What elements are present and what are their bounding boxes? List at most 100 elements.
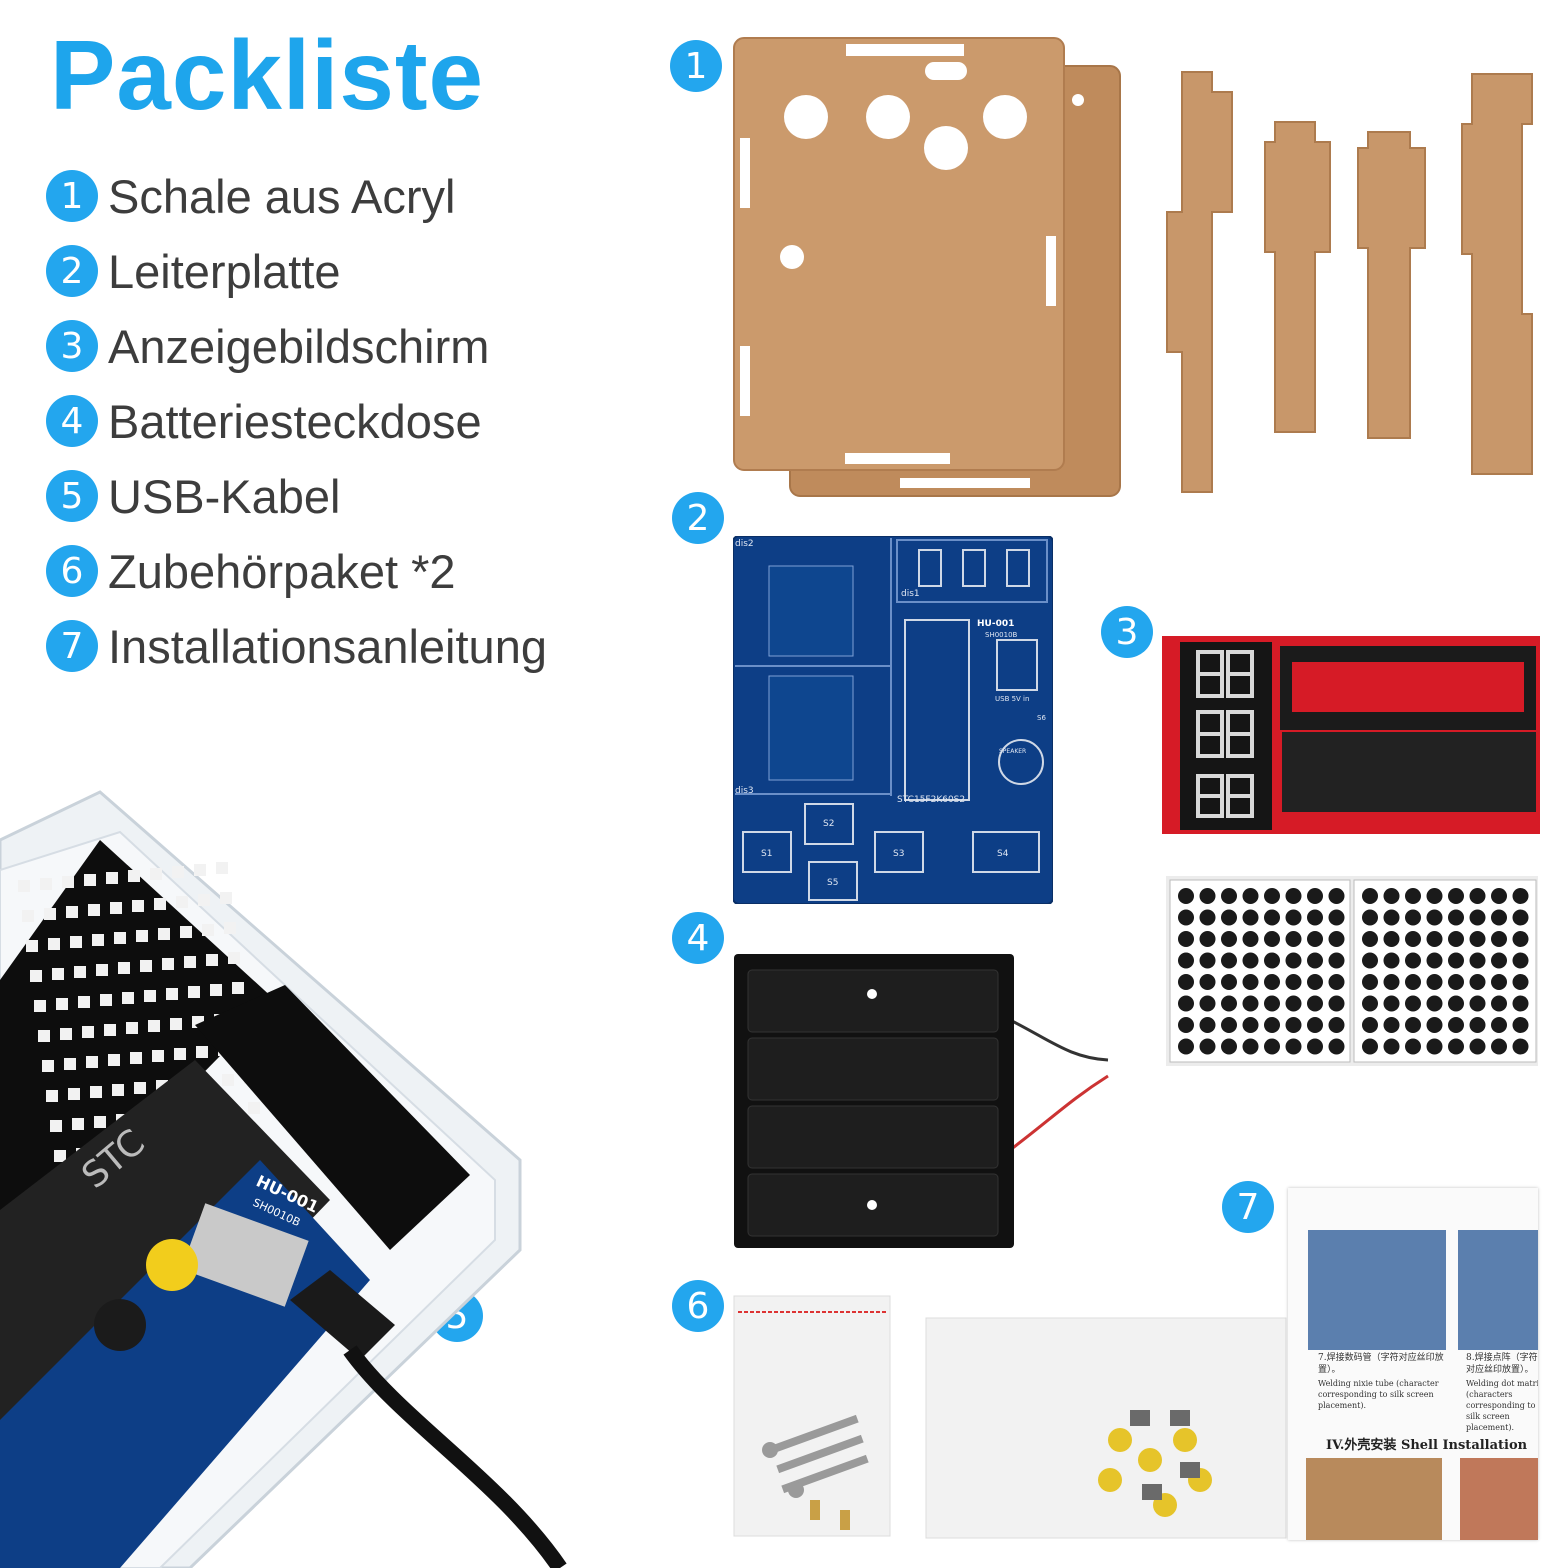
matrix-led [1405,931,1421,947]
matrix-led [1242,1038,1259,1055]
matrix-led [220,892,232,904]
photo-badge-3: 3 [1101,606,1153,658]
display-module-photo [1162,636,1540,834]
matrix-led [1242,909,1259,926]
ic-chip [1282,732,1536,812]
matrix-led [1362,888,1378,904]
matrix-led [144,990,156,1002]
matrix-led [1199,1038,1216,1055]
photo-badge-1: 1 [670,40,722,92]
matrix-led [196,1046,208,1058]
pcb-label: S3 [893,849,904,859]
matrix-led [18,880,30,892]
matrix-led [56,998,68,1010]
matrix-led [1512,995,1529,1012]
pcb-label: S2 [823,819,834,829]
matrix-led [1383,909,1400,926]
manual-step7-cn: 7.焊接数码管（字符对应丝印放置）。 [1318,1353,1444,1375]
matrix-led [88,904,100,916]
matrix-led [1264,888,1280,904]
matrix-led [1405,1038,1421,1055]
matrix-led [1383,995,1400,1012]
matrix-led [152,1050,164,1062]
matrix-led [44,908,56,920]
accessory-bags-photo [733,1295,1287,1539]
matrix-led [228,952,240,964]
matrix-led [136,930,148,942]
matrix-led [1448,952,1464,969]
matrix-led [1328,888,1345,904]
matrix-led [62,876,74,888]
pcb-label: USB 5V in [995,695,1029,703]
manual-step8-cn: 8.焊接点阵（字符对应丝印放置）。 [1466,1353,1538,1375]
matrix-led [112,1084,124,1096]
matrix-led [1405,909,1421,926]
pcb-mcu-outline [904,619,970,801]
matrix-led [154,898,166,910]
matrix-led [1512,1017,1529,1033]
matrix-led [1426,888,1443,904]
photo-badge-2: 2 [672,492,724,544]
matrix-led [188,986,200,998]
accessory-bag [925,1317,1287,1539]
matrix-led [92,934,104,946]
usb-plug [290,1270,395,1360]
matrix-led [1362,931,1378,947]
matrix-led [1426,952,1443,969]
matrix-led [1383,952,1400,969]
matrix-led [68,1088,80,1100]
matrix-led [1199,931,1216,947]
matrix-led [1221,995,1237,1012]
matrix-led [1491,888,1507,904]
yellow-button [146,1239,198,1291]
matrix-led [1264,974,1280,990]
matrix-led [202,924,214,936]
installation-manual-photo: 7.焊接数码管（字符对应丝印放置）。 Welding nixie tube (c… [1288,1188,1538,1540]
matrix-led [222,1074,234,1086]
matrix-led [170,1018,182,1030]
matrix-led [78,996,90,1008]
matrix-led [1221,1017,1237,1033]
matrix-led [1362,974,1378,990]
acrylic-plate-front [733,37,1065,471]
matrix-led [52,968,64,980]
matrix-led [104,1024,116,1036]
matrix-led [1242,952,1259,969]
matrix-led [1178,888,1194,904]
matrix-led [1512,952,1529,969]
dot-matrix-photo [1166,876,1538,1066]
matrix-led [1383,974,1400,990]
matrix-led [70,936,82,948]
matrix-led [1448,931,1464,947]
list-item-label: Anzeigebildschirm [108,319,490,373]
matrix-led [86,1056,98,1068]
matrix-led [150,868,162,880]
matrix-led [54,1150,66,1162]
number-badge: 5 [46,470,98,522]
matrix-led [132,900,144,912]
photo-badge-7: 7 [1222,1181,1274,1233]
matrix-led [1178,974,1194,990]
matrix-led [198,894,210,906]
matrix-led [1328,952,1345,969]
matrix-led [1448,1017,1464,1033]
matrix-led [1242,995,1259,1012]
acrylic-side-strip [1357,131,1426,439]
matrix-led [1178,1017,1194,1033]
matrix-led [1307,931,1323,947]
matrix-led [22,910,34,922]
matrix-led [1426,931,1443,947]
matrix-led [1469,888,1486,904]
list-item: 6 Zubehörpaket *2 [46,543,456,599]
number-badge: 1 [46,170,98,222]
matrix-led [1512,1038,1529,1055]
matrix-led [46,1090,58,1102]
matrix-led [1307,888,1323,904]
matrix-led [1405,952,1421,969]
matrix-led [1199,952,1216,969]
matrix-led [1221,931,1237,947]
matrix-led [1242,974,1259,990]
pcb-label: S5 [827,878,838,888]
matrix-led [1405,974,1421,990]
matrix-led [1328,931,1345,947]
